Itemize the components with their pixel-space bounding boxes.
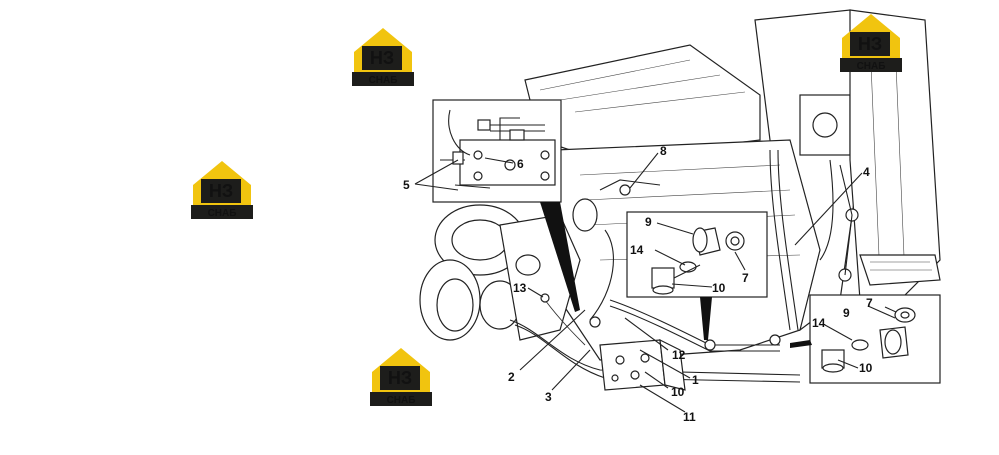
callout-labels: 5 6 8 4 9 14 7 10 7 9 14 10 13 2 3 12 1 … (403, 144, 873, 424)
brand-logo-watermark: НЗ СНАБ (836, 8, 906, 74)
inset-detail-a (432, 99, 562, 203)
brand-logo-watermark: НЗ СНАБ (366, 342, 436, 408)
callout-8: 8 (660, 144, 667, 158)
svg-text:СНАБ: СНАБ (369, 75, 398, 86)
callout-11: 11 (683, 410, 696, 424)
house-logo-icon: НЗ СНАБ (352, 28, 414, 86)
callout-2: 2 (508, 370, 515, 384)
callout-7b: 7 (866, 296, 873, 310)
callout-9a: 9 (645, 215, 652, 229)
callout-13: 13 (513, 281, 527, 295)
callout-4: 4 (863, 165, 870, 179)
svg-text:СНАБ: СНАБ (387, 395, 416, 406)
callout-12: 12 (672, 348, 686, 362)
house-logo-icon: НЗ СНАБ (370, 348, 432, 406)
callout-14b: 14 (812, 316, 826, 330)
callout-9b: 9 (843, 306, 850, 320)
svg-text:НЗ: НЗ (370, 48, 394, 68)
svg-text:НЗ: НЗ (858, 34, 882, 54)
callout-10a: 10 (712, 281, 726, 295)
svg-text:НЗ: НЗ (209, 181, 233, 201)
callout-6: 6 (517, 157, 524, 171)
inset-detail-b (626, 211, 768, 298)
callout-7a: 7 (742, 271, 749, 285)
house-logo-icon: НЗ СНАБ (840, 14, 902, 72)
house-logo-icon: НЗ СНАБ (191, 161, 253, 219)
callout-10b: 10 (859, 361, 873, 375)
brand-logo-watermark: НЗ СНАБ (187, 155, 257, 221)
callout-1: 1 (692, 373, 699, 387)
callout-3: 3 (545, 390, 552, 404)
callout-5: 5 (403, 178, 410, 192)
svg-text:НЗ: НЗ (388, 368, 412, 388)
svg-text:СНАБ: СНАБ (857, 61, 886, 72)
svg-text:СНАБ: СНАБ (208, 208, 237, 219)
inset-detail-c (809, 294, 941, 384)
callout-10c: 10 (671, 385, 685, 399)
engine-body (419, 9, 941, 391)
leader-lines (414, 152, 897, 413)
brand-logo-watermark: НЗ СНАБ (348, 22, 418, 88)
inset-pointers (540, 202, 812, 348)
callout-14a: 14 (630, 243, 644, 257)
